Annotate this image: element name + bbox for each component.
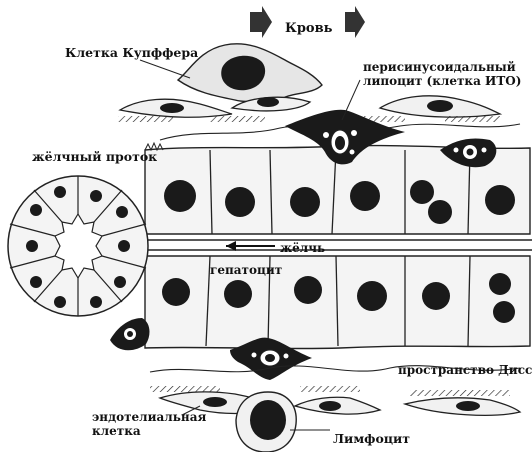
label-disse-space: пространство Диссе: [398, 364, 532, 378]
label-bile: жёлчь: [280, 242, 325, 256]
label-endothelial-cell: эндотелиальная клетка: [92, 411, 206, 439]
kupffer-cell: [178, 44, 322, 102]
blood-arrow-left: [250, 6, 272, 38]
label-blood: Кровь: [285, 22, 332, 37]
lymphocyte: [236, 392, 296, 452]
blood-arrow-right: [345, 6, 365, 38]
label-bile-duct: жёлчный проток: [32, 150, 157, 164]
label-ito-cell: перисинусоидальный липоцит (клетка ИТО): [363, 61, 521, 89]
bile-duct: [8, 176, 148, 316]
label-kupffer-cell: Клетка Купффера: [65, 46, 198, 60]
lower-hepatocyte-row: [145, 256, 530, 349]
ito-cell-lower-left: [110, 318, 149, 350]
label-hepatocyte: гепатоцит: [210, 264, 282, 278]
label-lymphocyte: Лимфоцит: [333, 432, 410, 446]
